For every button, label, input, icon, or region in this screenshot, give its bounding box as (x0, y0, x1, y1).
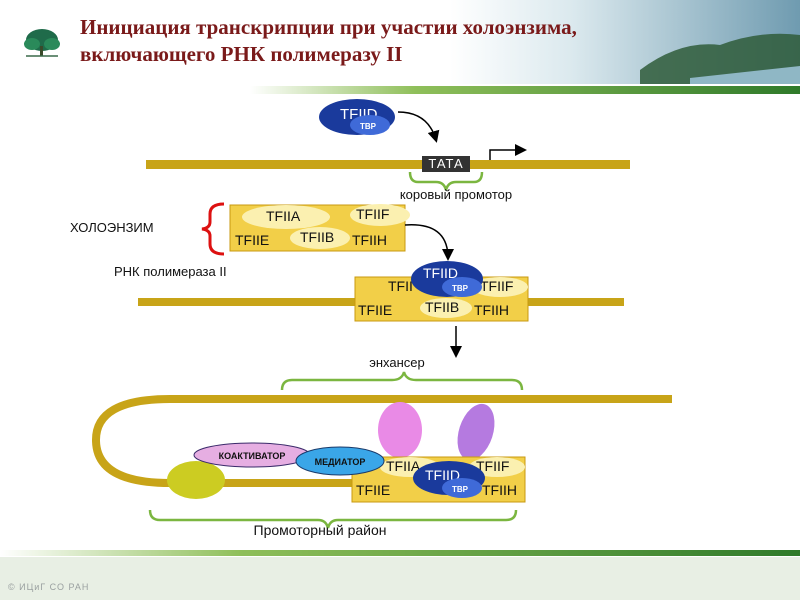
tfiif-shape (350, 204, 410, 226)
pic-tfiih-label: TFIIH (474, 302, 509, 318)
tfiif-label: TFIIF (356, 206, 389, 222)
final-tfiih-label: TFIIH (482, 482, 517, 498)
tbp-shape (350, 115, 390, 135)
final-tbp-label: TBP (452, 485, 469, 494)
promoter-region-label: Промоторный район (254, 522, 387, 538)
final-tfiif-label: TFIIF (476, 458, 509, 474)
tfiih-label: TFIIH (352, 232, 387, 248)
holoenzyme-label: ХОЛОЭНЗИМ (70, 220, 154, 235)
tfiib-shape (290, 227, 350, 249)
header-stripe (250, 86, 800, 94)
tfiid-free: TFIID TBP (319, 99, 395, 135)
binding-arrow-1 (397, 111, 440, 143)
core-promoter-brace (408, 171, 484, 191)
tbp-label: TBP (360, 122, 377, 131)
pic-tfiie-label: TFIIE (358, 302, 392, 318)
final-tfiif-shape (469, 457, 525, 477)
title-line-1: Инициация транскрипции при участии холоэ… (80, 15, 577, 39)
holoenzyme-complex: TFIIA TFIIF TFIIE TFIIB TFIIH (229, 204, 410, 252)
enhancer-brace (280, 371, 524, 391)
pic-tbp-shape (442, 277, 482, 297)
pic-tfiia-partial-label: TFII (388, 278, 413, 294)
final-tfiie-label: TFIIE (356, 482, 390, 498)
footer-copyright: © ИЦиГ СО РАН (8, 582, 90, 592)
pic-tfiib-label: TFIIB (425, 299, 459, 315)
tss-arrow (489, 144, 527, 160)
tfiia-label: TFIIA (266, 208, 301, 224)
final-tbp-shape (442, 478, 482, 498)
holoenzyme-bracket (201, 202, 225, 256)
footer-band (0, 557, 800, 600)
activator-violet-shape (457, 403, 495, 461)
rna-pol-label: РНК полимераза II (114, 264, 227, 279)
footer-stripe (0, 550, 800, 556)
pic-tfiif-shape (472, 277, 528, 297)
activator-olive-shape (167, 461, 225, 499)
dna-core (146, 160, 630, 169)
tata-box (422, 156, 470, 172)
dna-loop (91, 395, 672, 487)
page-title: Инициация транскрипции при участии холоэ… (80, 14, 720, 68)
core-promoter-label: коровый промотор (400, 187, 512, 202)
pic-complex: TFII TFIIF TFIIE TFIIB TFIIH TFIID TBP (354, 261, 529, 322)
mediator-label: МЕДИАТОР (315, 457, 366, 467)
coactivator-label: КОАКТИВАТОР (219, 451, 286, 461)
activator-pink-shape (378, 402, 422, 458)
pic-tfiif-label: TFIIF (480, 278, 513, 294)
promoter-region-brace (148, 509, 518, 529)
final-tfiia-label: TFIIA (386, 458, 421, 474)
final-complex: TFIIA TFIIF TFIIE TFIIH TFIID TBP (351, 456, 526, 503)
mediator-shape (295, 446, 385, 476)
header-water (690, 66, 800, 84)
pic-tbp-label: TBP (452, 284, 469, 293)
tfiie-label: TFIIE (235, 232, 269, 248)
enhancer-label: энхансер (369, 355, 425, 370)
tfiib-label: TFIIB (300, 229, 334, 245)
pic-tfiib-shape (420, 298, 472, 318)
header-decoration (250, 0, 800, 94)
tata-label: ТАТА (428, 156, 463, 171)
binding-arrow-2 (404, 224, 454, 261)
logo-tree-icon (24, 29, 60, 57)
pic-tfiid-label: TFIID (423, 265, 458, 281)
tfiia-shape (242, 205, 330, 229)
title-line-2: включающего РНК полимеразу II (80, 42, 403, 66)
final-tfiid-label: TFIID (425, 467, 460, 483)
